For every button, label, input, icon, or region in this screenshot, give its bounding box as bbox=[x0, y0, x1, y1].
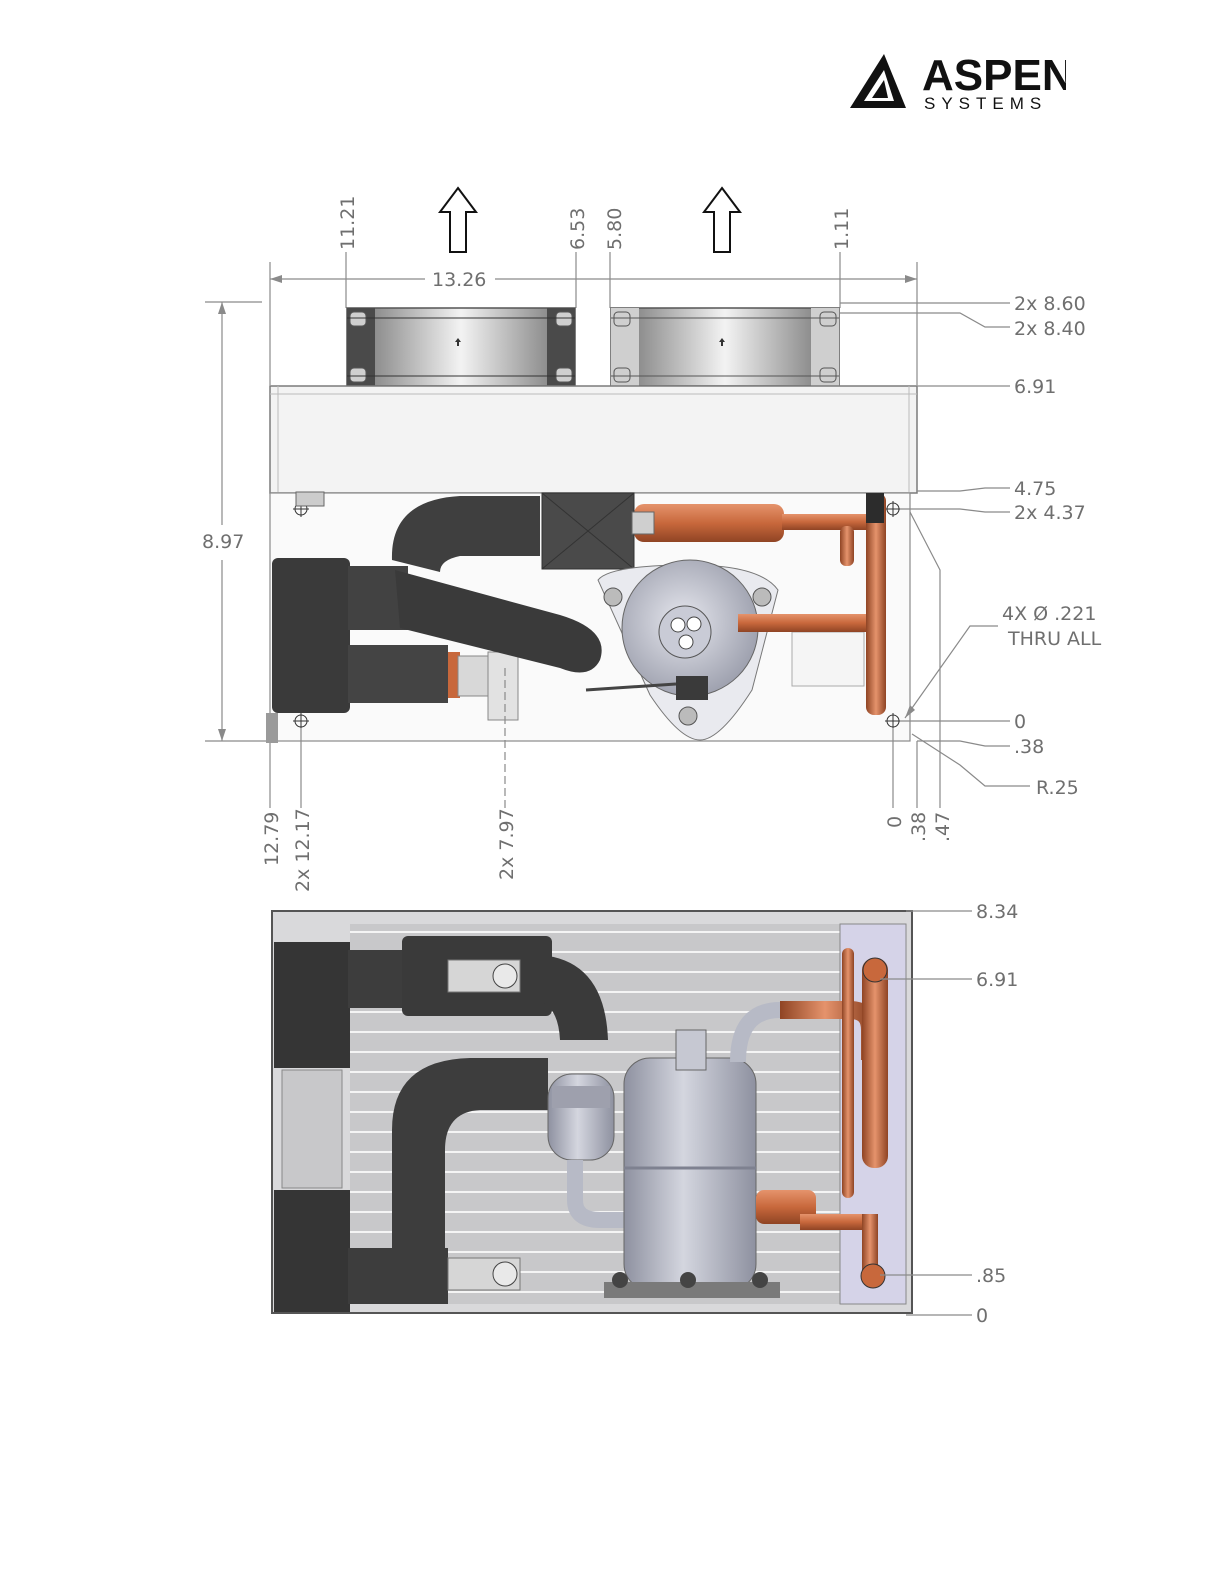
fan-left bbox=[347, 308, 575, 386]
dim-top-5-80: 5.80 bbox=[604, 208, 626, 250]
dim-top-1-11: 1.11 bbox=[831, 208, 853, 250]
dim-front-0: 0 bbox=[976, 1305, 988, 1327]
dim-right-8-60: 2x 8.60 bbox=[1014, 293, 1086, 315]
condenser-housing bbox=[270, 386, 917, 493]
dim-right-8-40: 2x 8.40 bbox=[1014, 318, 1086, 340]
dim-top-6-53: 6.53 bbox=[567, 208, 589, 250]
dim-bottom-12-17: 2x 12.17 bbox=[292, 808, 314, 892]
front-view: 8.34 6.91 .85 0 bbox=[272, 901, 1018, 1327]
dim-right-6-91: 6.91 bbox=[1014, 376, 1056, 398]
dim-bottom-0: 0 bbox=[884, 816, 906, 828]
dim-bottom-0-47: .47 bbox=[932, 812, 954, 842]
dim-bottom-7-97: 2x 7.97 bbox=[496, 808, 518, 880]
dim-right-4-37: 2x 4.37 bbox=[1014, 502, 1086, 524]
fan-right bbox=[611, 308, 839, 386]
hole-note-line1: 4X Ø .221 bbox=[1002, 603, 1096, 625]
dim-bottom-0-38: .38 bbox=[908, 812, 930, 842]
dim-front-0-85: .85 bbox=[976, 1265, 1006, 1287]
dim-front-8-34: 8.34 bbox=[976, 901, 1018, 923]
dim-top-11-21: 11.21 bbox=[337, 196, 359, 250]
top-view: 11.21 6.53 5.80 1.11 13.26 8.97 bbox=[202, 188, 1102, 892]
dim-right-0-38: .38 bbox=[1014, 736, 1044, 758]
up-arrow-icon bbox=[440, 188, 476, 252]
dim-right-4-75: 4.75 bbox=[1014, 478, 1056, 500]
dim-bottom-12-79: 12.79 bbox=[261, 812, 283, 866]
dim-right-r25: R.25 bbox=[1036, 777, 1079, 799]
dim-front-6-91: 6.91 bbox=[976, 969, 1018, 991]
dim-width: 13.26 bbox=[432, 269, 486, 291]
dim-height: 8.97 bbox=[202, 531, 244, 553]
up-arrow-icon bbox=[704, 188, 740, 252]
dim-right-0: 0 bbox=[1014, 711, 1026, 733]
hole-note-line2: THRU ALL bbox=[1007, 628, 1102, 650]
